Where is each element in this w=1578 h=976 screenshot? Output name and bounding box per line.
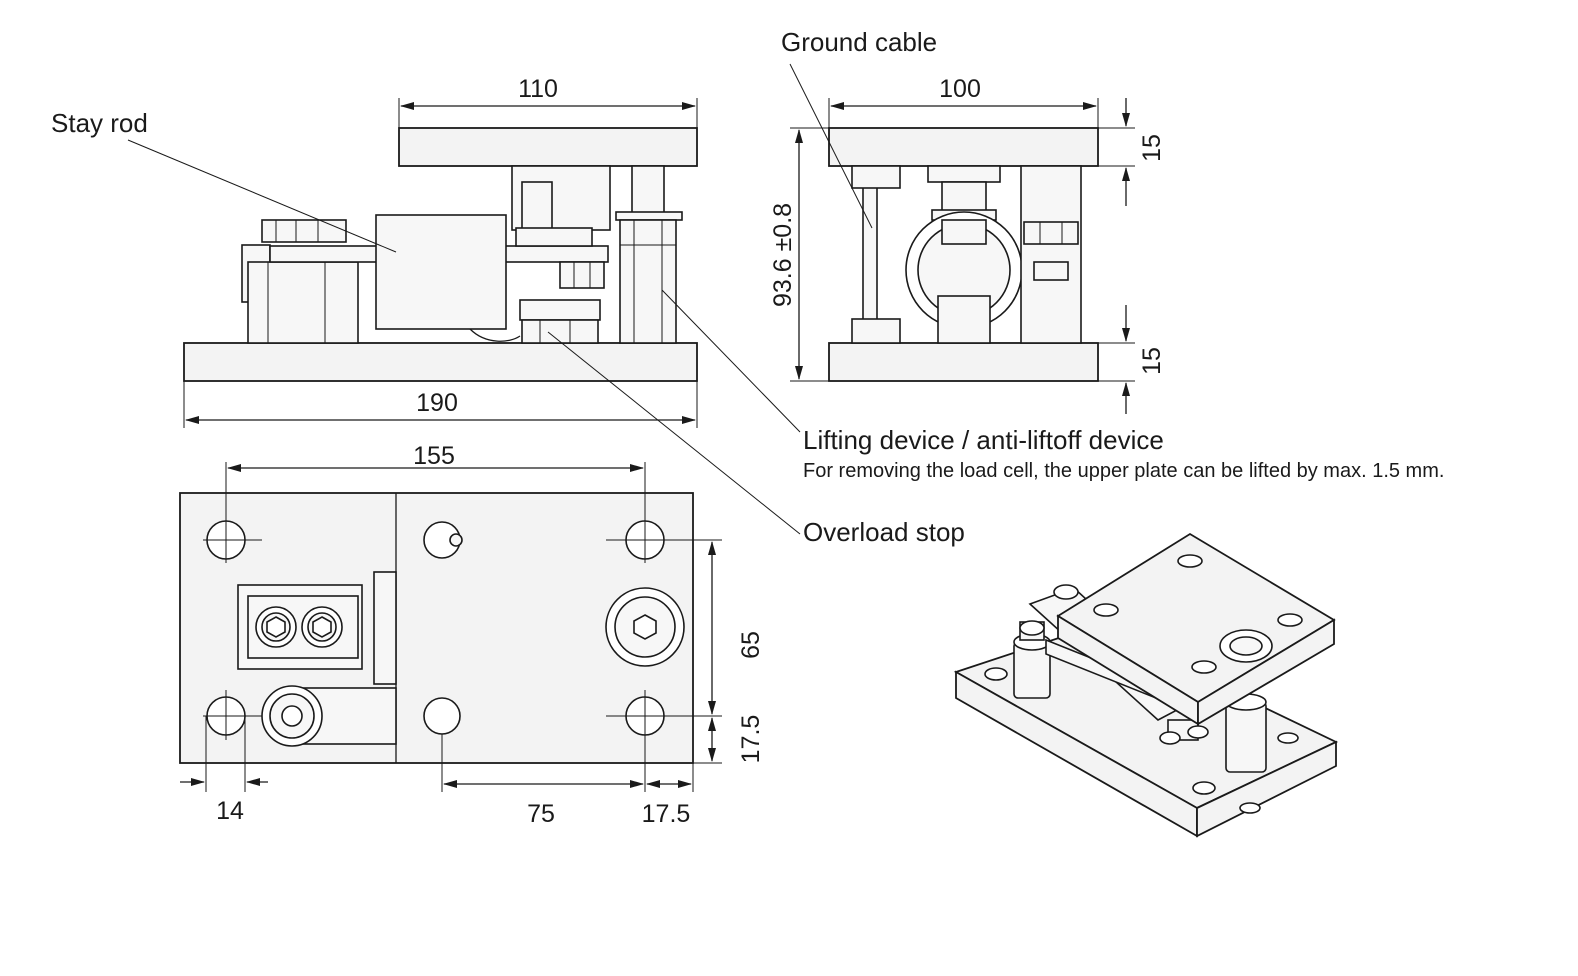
front-view [183,127,698,382]
front-top-plate [398,127,698,167]
pendulum-hole [423,697,461,735]
left-nut-stack [261,219,347,243]
front-base-plate [183,342,698,382]
side-top-plate [828,127,1099,167]
side-base-plate [828,342,1099,382]
side-view [828,127,1099,382]
mounting-holes [203,517,680,740]
dim-hole-span-75: 75 [527,800,555,828]
overload-stop-nut [521,319,599,344]
dim-edge-14: 14 [216,797,244,825]
hex-socket-icon [633,614,657,640]
dim-hole-span-155: 155 [413,442,455,470]
stay-rod-nut [559,261,605,289]
overload-stop-top [519,299,601,321]
ground-cable-rod [862,171,878,337]
isometric-view [953,532,1339,838]
dim-edge-17-5-right: 17.5 [737,715,765,764]
lifting-hex-sleeve [619,219,677,344]
label-ground-cable: Ground cable [781,27,937,57]
pendulum-cap [927,165,1001,183]
lifting-device-note: For removing the load cell, the upper pl… [803,460,1444,482]
front-dimensions: 110 190 [183,75,698,428]
dim-side-height: 93.6 ±0.8 [769,203,797,307]
dim-side-width: 100 [939,75,981,103]
dim-side-top-thickness: 15 [1138,134,1166,162]
hex-nut-icon [312,616,332,638]
label-overload-stop: Overload stop [803,517,965,547]
label-stay-rod: Stay rod [51,108,148,138]
side-lifting-nut [1023,221,1079,245]
dim-side-bottom-thickness: 15 [1138,347,1166,375]
top-view [179,492,694,764]
load-cell-body [375,214,507,330]
top-dimensions: 155 65 17.5 14 75 17.5 [180,442,765,828]
callouts: Stay rod Ground cable Lifting device / a… [51,27,1444,547]
hex-nut-icon [266,616,286,638]
lower-cable-nut [851,318,901,344]
dim-edge-17-5-bottom: 17.5 [642,800,691,828]
dim-hole-span-65: 65 [737,631,765,659]
left-support-block [247,261,359,344]
dim-top-plate-width: 110 [518,75,558,103]
upper-cable-nut [851,165,901,189]
side-dimensions: 100 93.6 ±0.8 15 15 [769,75,1166,414]
dim-base-length: 190 [416,389,458,417]
label-lifting-device: Lifting device / anti-liftoff device [803,425,1164,455]
side-lifting-column [1020,165,1082,344]
lifting-column [631,165,665,217]
